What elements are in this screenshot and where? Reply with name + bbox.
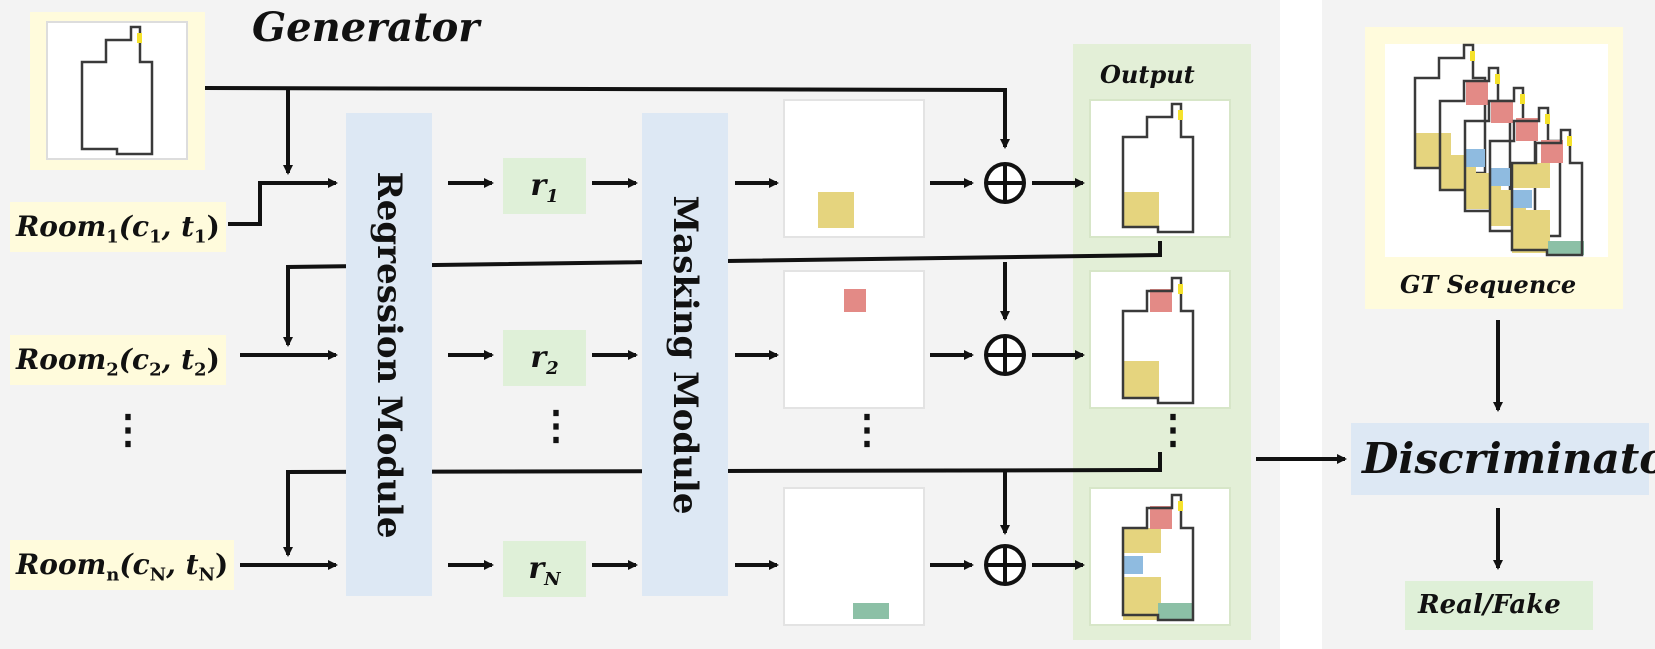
ellipsis-masks: ⋮ xyxy=(847,406,887,453)
room-label-1: Room1(c1, t1) xyxy=(10,202,226,252)
masking-module-label: Masking Module xyxy=(665,195,705,514)
r-label-2: r2 xyxy=(503,330,586,386)
r-label-n: rN xyxy=(503,541,586,597)
real-fake-box xyxy=(1405,581,1593,630)
regression-module: Regression Module xyxy=(346,113,432,596)
output-floorplans xyxy=(1089,99,1231,626)
ellipsis-output: ⋮ xyxy=(1153,406,1193,453)
ellipsis-rooms: ⋮ xyxy=(108,406,148,453)
generator-title: Generator xyxy=(252,4,480,51)
ellipsis-r: ⋮ xyxy=(536,402,576,449)
mask-panels xyxy=(783,99,925,626)
r-label-1: r1 xyxy=(503,158,586,214)
discriminator-label: Discriminator xyxy=(1362,434,1655,483)
gt-sequence-floorplans xyxy=(1413,43,1584,257)
masking-module: Masking Module xyxy=(642,113,728,596)
discriminator-box xyxy=(1351,423,1649,495)
input-floorplan xyxy=(30,12,205,170)
room-label-2: Room2(c2, t2) xyxy=(10,335,226,385)
room-label-n: Roomn(cN, tN) xyxy=(10,540,235,590)
gt-sequence-label: GT Sequence xyxy=(1400,270,1577,299)
output-title: Output xyxy=(1100,60,1195,89)
regression-module-label: Regression Module xyxy=(369,171,409,538)
sum-operators xyxy=(984,162,1026,586)
real-fake-label: Real/Fake xyxy=(1418,590,1561,620)
